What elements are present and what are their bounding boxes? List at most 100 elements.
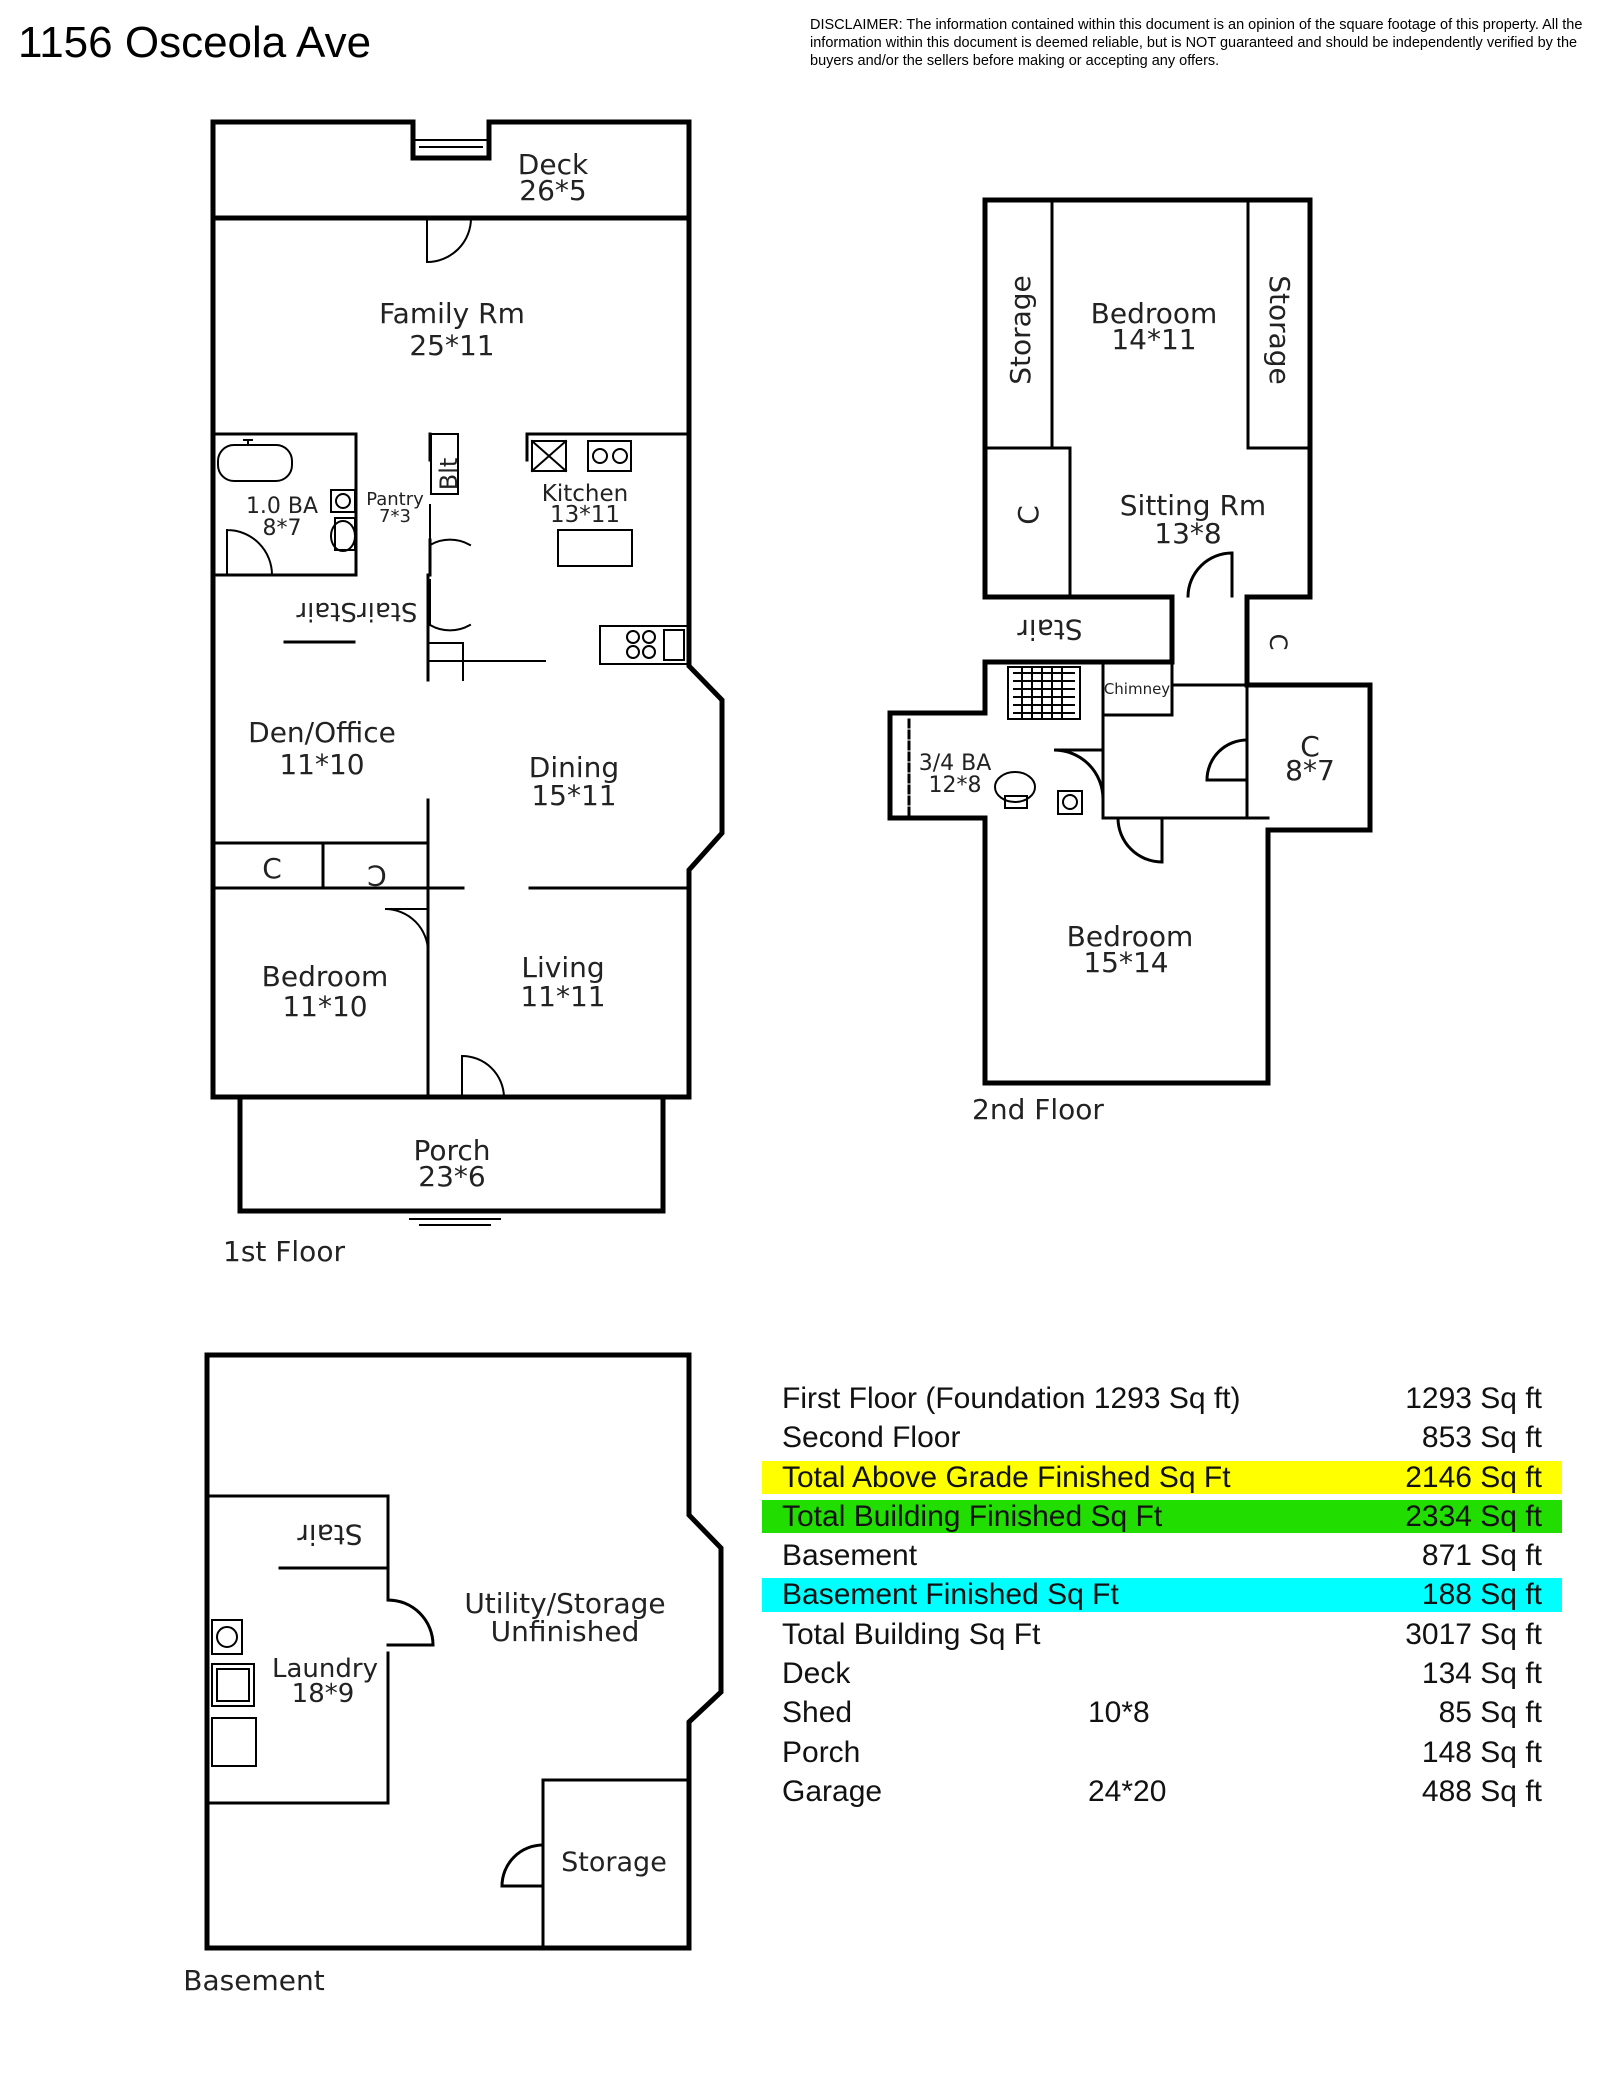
stair-basement-label: Stair xyxy=(297,1518,363,1551)
first-floor-fixtures xyxy=(217,433,689,665)
deck-dims: 26*5 xyxy=(519,174,586,207)
area-label: Basement Finished Sq Ft xyxy=(782,1578,1119,1612)
row-highlight xyxy=(762,1460,1562,1494)
area-value: 134 Sq ft xyxy=(1421,1657,1542,1691)
bedroom-bottom-name: Bedroom xyxy=(1067,920,1194,953)
basement-labels: Stair Utility/Storage Unfinished Laundry… xyxy=(183,1518,667,1997)
second-floor-interior xyxy=(907,198,1312,864)
closet-1-label: C xyxy=(262,852,282,885)
family-room-name: Family Rm xyxy=(379,297,525,330)
porch-dims: 23*6 xyxy=(418,1160,485,1193)
area-label: Second Floor xyxy=(782,1421,961,1455)
second-floor-labels: Storage Bedroom 14*11 Storage C Sitting … xyxy=(919,275,1335,1126)
area-label: Total Building Finished Sq Ft xyxy=(782,1499,1163,1533)
chimney-label: Chimney xyxy=(1104,680,1170,698)
dining-name: Dining xyxy=(529,751,619,784)
area-row: Shed 10*8 85 Sq ft xyxy=(762,1693,1562,1732)
bedroom-top-dims: 14*11 xyxy=(1111,323,1196,356)
basement-label: Basement xyxy=(183,1964,324,1997)
bedroom-top-name: Bedroom xyxy=(1091,297,1218,330)
closet-2-label: C xyxy=(367,859,387,892)
area-label: Total Building Sq Ft xyxy=(782,1617,1041,1651)
first-floor-walls xyxy=(210,119,725,1226)
bedroom-name: Bedroom xyxy=(262,960,389,993)
bedroom-dims: 11*10 xyxy=(282,990,367,1023)
sitting-room-dims: 13*8 xyxy=(1154,517,1221,550)
pantry-dims: 7*3 xyxy=(379,506,411,527)
area-row: Total Building Sq Ft 3017 Sq ft xyxy=(762,1615,1562,1654)
area-value: 488 Sq ft xyxy=(1421,1774,1542,1808)
area-value: 148 Sq ft xyxy=(1421,1735,1542,1769)
area-value: 2146 Sq ft xyxy=(1405,1460,1542,1494)
area-row: First Floor (Foundation 1293 Sq ft) 1293 … xyxy=(762,1379,1562,1418)
area-value: 2334 Sq ft xyxy=(1405,1499,1542,1533)
first-floor-labels: Deck 26*5 Family Rm 25*11 1.0 BA 8*7 Pan… xyxy=(223,148,628,1268)
bedroom-bottom-dims: 15*14 xyxy=(1083,946,1168,979)
porch-name: Porch xyxy=(413,1134,490,1167)
area-value: 871 Sq ft xyxy=(1421,1539,1542,1573)
living-name: Living xyxy=(521,951,604,984)
area-label: First Floor (Foundation 1293 Sq ft) xyxy=(782,1382,1241,1415)
bath-name: 1.0 BA xyxy=(246,494,318,519)
kitchen-name: Kitchen xyxy=(542,481,628,507)
stair-label: StairStair xyxy=(296,596,417,626)
stair-upper-label: Stair xyxy=(1017,613,1083,646)
area-value: 853 Sq ft xyxy=(1421,1421,1542,1455)
second-floor-fixtures xyxy=(994,666,1083,815)
area-label: Garage xyxy=(782,1774,883,1808)
area-row: Deck 134 Sq ft xyxy=(762,1654,1562,1693)
area-row: Basement Finished Sq Ft 188 Sq ft xyxy=(762,1575,1562,1614)
page-title: 1156 Osceola Ave xyxy=(18,18,372,67)
storage-basement-label: Storage xyxy=(561,1847,667,1878)
row-highlight xyxy=(762,1499,1562,1534)
storage-left-label: Storage xyxy=(1004,275,1037,385)
area-row: Total Building Finished Sq Ft 2334 Sq ft xyxy=(762,1497,1562,1536)
bath-upper-dims: 12*8 xyxy=(929,773,982,798)
area-dims: 24*20 xyxy=(1088,1774,1167,1808)
laundry-dims: 18*9 xyxy=(292,1679,355,1709)
basement-walls xyxy=(204,1352,724,1951)
area-label: Total Above Grade Finished Sq Ft xyxy=(782,1460,1231,1494)
closet-big-name: C xyxy=(1300,730,1320,763)
area-value: 1293 Sq ft xyxy=(1405,1382,1542,1415)
laundry-name: Laundry xyxy=(272,1654,378,1684)
storage-right-label: Storage xyxy=(1263,275,1296,385)
area-label: Deck xyxy=(782,1657,851,1691)
living-dims: 11*11 xyxy=(520,980,605,1013)
den-dims: 11*10 xyxy=(279,748,364,781)
utility-name: Utility/Storage xyxy=(464,1587,665,1620)
first-floor-doors xyxy=(225,216,506,1099)
closet-big-dims: 8*7 xyxy=(1285,754,1335,787)
family-room-dims: 25*11 xyxy=(409,329,494,362)
deck-name: Deck xyxy=(518,148,589,181)
kitchen-dims: 13*11 xyxy=(550,502,620,528)
area-row: Basement 871 Sq ft xyxy=(762,1536,1562,1575)
area-value: 85 Sq ft xyxy=(1438,1696,1542,1730)
row-highlight xyxy=(762,1578,1562,1612)
builtin-label: Blt xyxy=(435,458,463,491)
area-value: 3017 Sq ft xyxy=(1405,1617,1542,1651)
disclaimer-text: DISCLAIMER: The information contained wi… xyxy=(810,17,1583,69)
area-row: Porch 148 Sq ft xyxy=(762,1733,1562,1772)
sitting-room-name: Sitting Rm xyxy=(1120,489,1266,522)
second-floor-label: 2nd Floor xyxy=(972,1093,1104,1126)
dining-dims: 15*11 xyxy=(531,779,616,812)
area-row: Garage 24*20 488 Sq ft xyxy=(762,1772,1562,1811)
area-dims: 10*8 xyxy=(1088,1696,1150,1730)
area-label: Shed xyxy=(782,1696,853,1730)
area-summary-table: First Floor (Foundation 1293 Sq ft) 1293 … xyxy=(762,1379,1562,1811)
bath-dims: 8*7 xyxy=(263,516,302,541)
area-row: Total Above Grade Finished Sq Ft 2146 Sq … xyxy=(762,1458,1562,1497)
area-label: Porch xyxy=(782,1735,861,1769)
utility-sub: Unfinished xyxy=(491,1615,640,1648)
closet-right-label: C xyxy=(1264,634,1292,651)
basement-fixtures xyxy=(211,1619,257,1767)
area-row: Second Floor 853 Sq ft xyxy=(762,1418,1562,1457)
basement-interior xyxy=(205,1494,691,1950)
closet-left-label: C xyxy=(1012,505,1045,525)
area-label: Basement xyxy=(782,1539,918,1573)
first-floor-label: 1st Floor xyxy=(223,1235,345,1268)
pantry-name: Pantry xyxy=(366,489,424,510)
area-value: 188 Sq ft xyxy=(1421,1578,1542,1612)
